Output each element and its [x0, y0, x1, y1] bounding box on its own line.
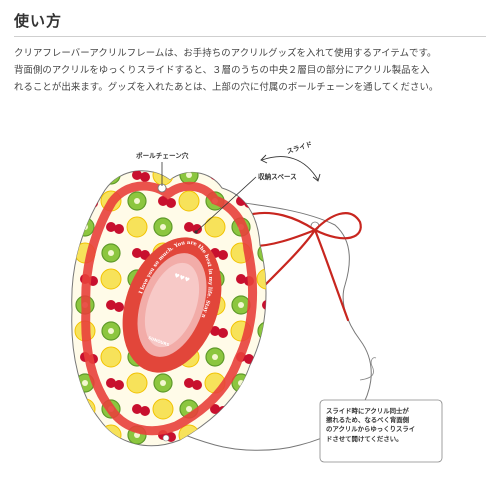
kiwi-core — [186, 172, 192, 178]
kiwi-core — [186, 406, 192, 412]
lemon-slice — [126, 372, 148, 394]
cherry — [218, 250, 228, 260]
cherry — [80, 196, 90, 206]
cherry — [218, 328, 228, 338]
cherry — [80, 430, 90, 440]
lemon-slice — [100, 346, 122, 368]
cherry — [218, 172, 228, 182]
cherry — [184, 378, 194, 388]
title-divider — [14, 36, 486, 37]
cherry — [88, 198, 98, 208]
cherry — [262, 300, 266, 310]
cherry — [132, 248, 142, 258]
callout-text: スライド時にアクリル同士が 擦れるため、なるべく背面側 のアクリルからゆっくりス… — [326, 407, 436, 444]
cherry — [166, 198, 176, 208]
lemon-slice — [100, 424, 122, 446]
cherry — [106, 222, 116, 232]
cherry — [210, 170, 220, 180]
lemon-slice — [100, 268, 122, 290]
cherry — [114, 224, 124, 234]
kiwi-core — [82, 380, 88, 386]
kiwi-core — [108, 172, 114, 178]
lemon-slice — [152, 398, 174, 420]
lemon-slice — [256, 268, 266, 290]
cherry — [244, 354, 254, 364]
cherry — [184, 222, 194, 232]
kiwi-core — [160, 380, 166, 386]
kiwi-core — [108, 328, 114, 334]
description: クリアフレーバーアクリルフレームは、お手持ちのアクリルグッズを入れて使用するアイ… — [14, 45, 490, 96]
label-ball-chain-hole: ボールチェーン穴 — [136, 152, 189, 160]
slide-arrow — [260, 154, 321, 182]
kiwi-core — [212, 354, 218, 360]
cherry — [140, 406, 150, 416]
kiwi-slice — [75, 217, 95, 237]
cherry — [192, 380, 202, 390]
lemon-slice — [74, 170, 96, 186]
storage-leader — [195, 176, 257, 233]
cherry — [132, 404, 142, 414]
cherry — [210, 326, 220, 336]
kiwi-core — [108, 250, 114, 256]
cherry — [114, 302, 124, 312]
callout-line-4: ドさせて開けてください。 — [326, 434, 403, 443]
cherry — [114, 380, 124, 390]
cherry — [158, 196, 168, 206]
page-title: 使い方 — [14, 12, 63, 30]
callout-line-3: のアクリルからゆっくりスライ — [326, 425, 416, 434]
cherry — [88, 432, 98, 442]
cherry — [132, 170, 142, 180]
callout-line-1: スライド時にアクリル同士が — [326, 407, 409, 415]
lemon-slice — [230, 170, 252, 186]
lemon-slice — [178, 190, 200, 212]
cherry — [106, 300, 116, 310]
lemon-slice — [204, 216, 226, 238]
kiwi-core — [238, 302, 244, 308]
label-storage-space: 収納スペース — [258, 173, 297, 181]
callout-line-2: 擦れるため、なるべく背面側 — [326, 416, 410, 425]
cherry — [106, 378, 116, 388]
lemon-slice — [152, 170, 174, 186]
description-line-2: 背面側のアクリルをゆっくりスライドすると、３層のうちの中央２層目の部分にアクリル… — [14, 65, 430, 76]
kiwi-core — [134, 198, 140, 204]
cherry — [236, 274, 246, 284]
lemon-slice — [126, 216, 148, 238]
kiwi-slice — [101, 170, 121, 185]
cherry — [140, 172, 150, 182]
callout-bubble — [319, 357, 443, 463]
cherry — [210, 404, 220, 414]
kiwi-core — [160, 224, 166, 230]
description-line-1: クリアフレーバーアクリルフレームは、お手持ちのアクリルグッズを入れて使用するアイ… — [14, 48, 437, 59]
description-line-3: れることが出来ます。グッズを入れたあとは、上部の穴に付属のボールチェーンを通して… — [14, 82, 439, 93]
